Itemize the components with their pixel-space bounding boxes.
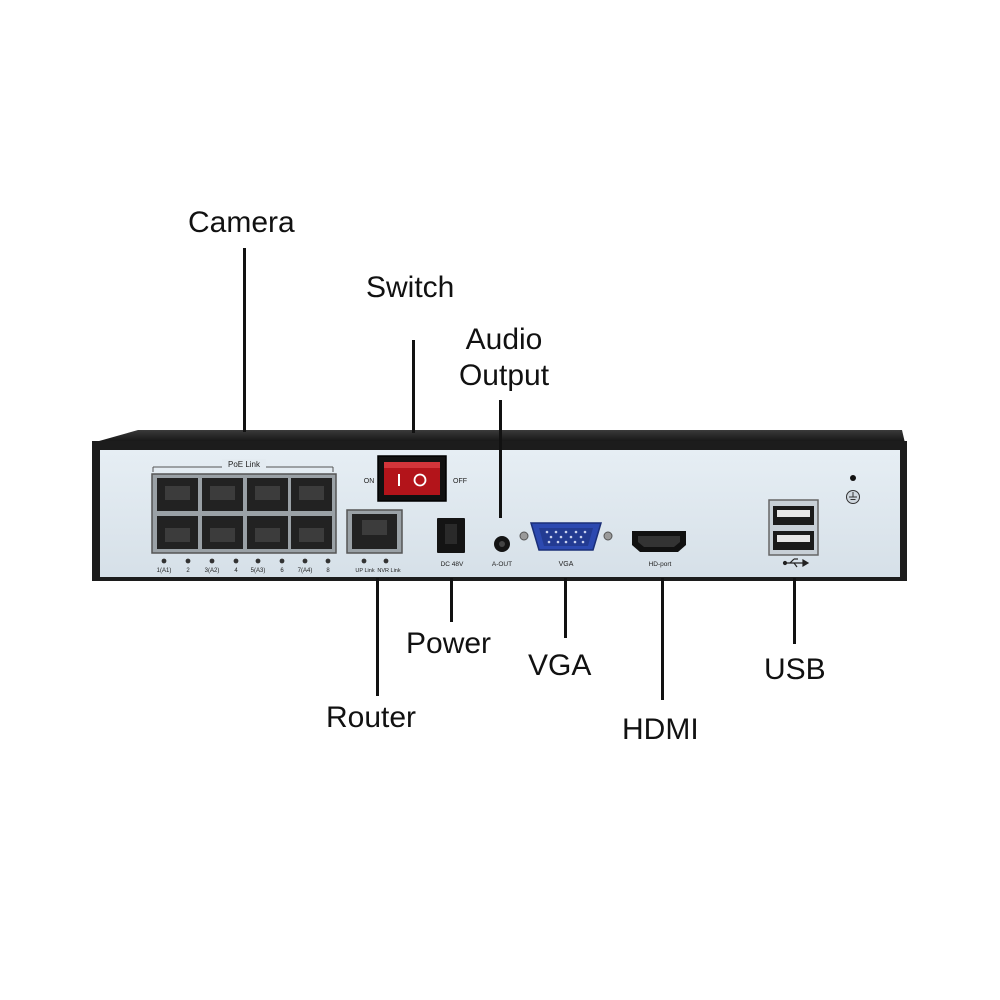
nvr-link-label: NVR Link <box>377 568 400 574</box>
aout-label: A-OUT <box>492 561 512 568</box>
uplink-port[interactable] <box>346 509 403 554</box>
usb-symbol-icon <box>782 558 810 568</box>
port-label-3: 3(A2) <box>205 568 220 574</box>
switch-off-label: OFF <box>453 478 467 485</box>
power-switch[interactable] <box>377 455 447 502</box>
router-label: Router <box>326 701 417 734</box>
switch-leader-line <box>412 340 415 433</box>
poe-port-block <box>151 473 337 554</box>
audio-leader-line <box>499 400 502 518</box>
uplink-label: UP Link <box>355 568 374 574</box>
reset-button[interactable] <box>850 475 856 481</box>
router-leader-line <box>376 578 379 696</box>
audio-output-label: Audio Output <box>451 322 557 394</box>
switch-on-label: ON <box>364 478 375 485</box>
ground-icon <box>846 490 860 504</box>
vga-leader-line <box>564 578 567 638</box>
chassis-top <box>92 430 905 443</box>
audio-out-jack[interactable] <box>494 536 510 552</box>
port-label-5: 5(A3) <box>251 568 266 574</box>
switch-label: Switch <box>366 271 455 304</box>
port-label-4: 4 <box>234 568 238 574</box>
power-label: Power <box>406 627 492 660</box>
port-label-1: 1(A1) <box>157 568 172 574</box>
hdmi-leader-line <box>661 578 664 700</box>
hdmi-label: HDMI <box>622 713 699 746</box>
vga-panel-label: VGA <box>559 561 574 568</box>
dc-power-jack[interactable] <box>437 518 465 553</box>
port-label-2: 2 <box>186 568 190 574</box>
camera-leader-line <box>243 248 246 432</box>
hdmi-port[interactable] <box>632 531 686 552</box>
power-leader-line <box>450 578 453 622</box>
vga-label: VGA <box>528 649 592 682</box>
usb-ports[interactable] <box>768 499 819 556</box>
vga-port[interactable] <box>519 522 613 551</box>
poe-link-label: PoE Link <box>228 460 261 469</box>
usb-leader-line <box>793 578 796 644</box>
port-label-8: 8 <box>326 568 330 574</box>
dc-label: DC 48V <box>441 561 464 568</box>
camera-label: Camera <box>188 206 295 239</box>
hdport-label: HD-port <box>649 561 672 568</box>
usb-label: USB <box>764 653 826 686</box>
audio-output-line-2: Output <box>458 359 550 392</box>
audio-output-line-1: Audio <box>465 323 543 356</box>
port-label-6: 6 <box>280 568 284 574</box>
port-label-7: 7(A4) <box>298 568 313 574</box>
